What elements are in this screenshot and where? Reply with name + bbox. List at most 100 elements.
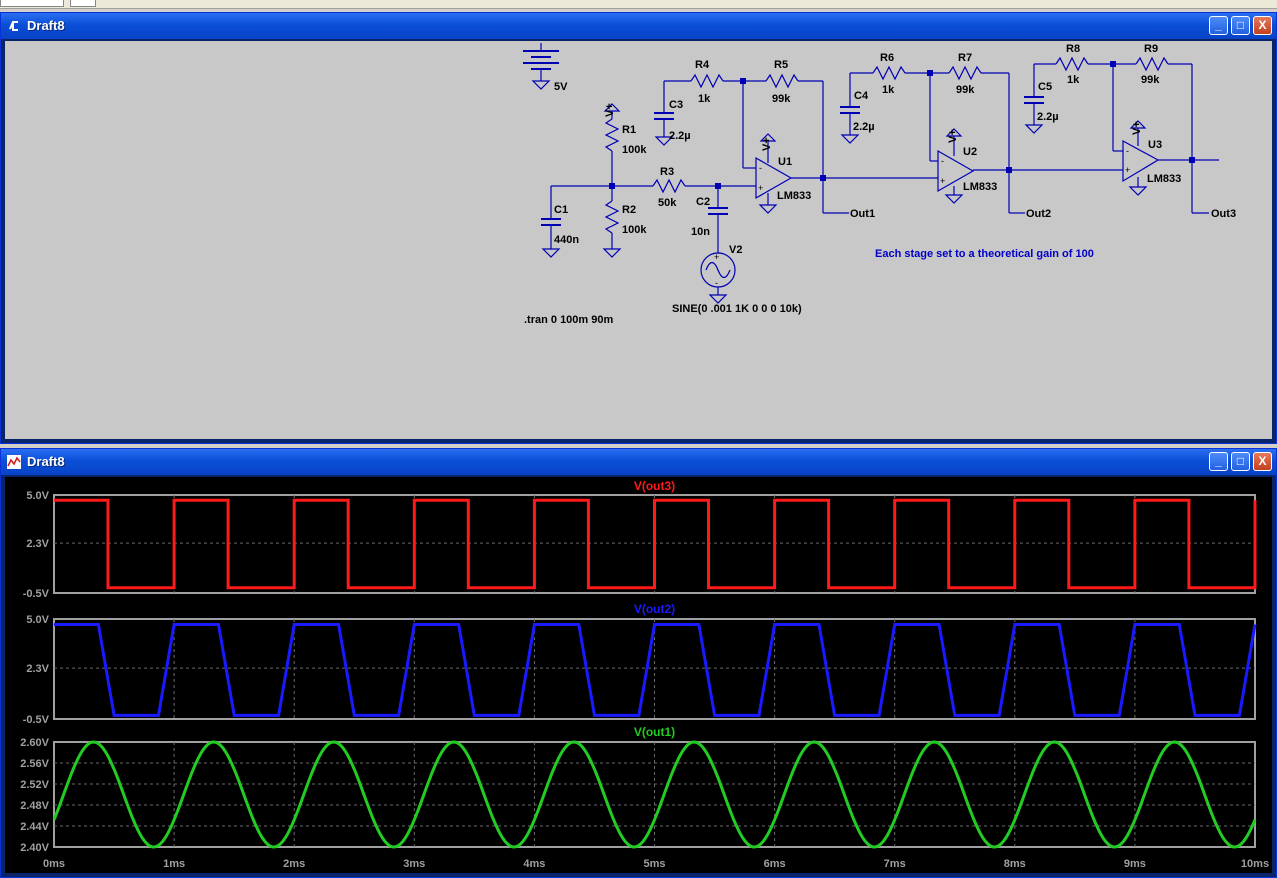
- svg-text:+: +: [714, 252, 719, 262]
- out3-label: Out3: [1211, 208, 1236, 220]
- x-tick-label: 3ms: [403, 858, 425, 870]
- vplus-label: V+: [1131, 121, 1143, 135]
- trace-title: V(out2): [634, 602, 675, 616]
- r3-value: 50k: [658, 197, 677, 209]
- out2-trace: [54, 623, 1257, 717]
- x-tick-label: 1ms: [163, 858, 185, 870]
- waveform-titlebar[interactable]: Draft8 _ □ X: [1, 449, 1276, 475]
- r5-name: R5: [774, 59, 788, 71]
- trace-title: V(out3): [634, 479, 675, 493]
- y-tick-label: 2.60V: [20, 737, 49, 749]
- y-tick-label: 2.3V: [26, 538, 49, 550]
- r1-name: R1: [622, 124, 636, 136]
- y-tick-label: -0.5V: [23, 588, 50, 600]
- stage-gain-comment: Each stage set to a theoretical gain of …: [875, 248, 1094, 260]
- schematic-titlebar[interactable]: Draft8 _ □ X: [1, 13, 1276, 39]
- u3-model: LM833: [1147, 173, 1181, 185]
- r4-value: 1k: [698, 93, 711, 105]
- out1-label: Out1: [850, 208, 875, 220]
- c2-value: 10n: [691, 226, 710, 238]
- minimize-button[interactable]: _: [1209, 16, 1228, 35]
- u2-name: U2: [963, 146, 977, 158]
- svg-text:-: -: [941, 156, 944, 166]
- y-tick-label: 2.44V: [20, 821, 49, 833]
- maximize-button[interactable]: □: [1231, 452, 1250, 471]
- svg-text:+: +: [1125, 165, 1130, 175]
- r8-value: 1k: [1067, 74, 1080, 86]
- u3-name: U3: [1148, 139, 1162, 151]
- schematic-window-title: Draft8: [27, 18, 65, 33]
- y-tick-label: 2.48V: [20, 800, 49, 812]
- x-tick-label: 6ms: [764, 858, 786, 870]
- r3-name: R3: [660, 166, 674, 178]
- r6-name: R6: [880, 52, 894, 64]
- svg-text:+: +: [758, 183, 763, 193]
- minimize-button[interactable]: _: [1209, 452, 1228, 471]
- trace-title: V(out1): [634, 725, 675, 739]
- out3-trace: [54, 498, 1257, 590]
- mdi-tab[interactable]: [0, 0, 64, 7]
- c2-name: C2: [696, 196, 710, 208]
- r9-value: 99k: [1141, 74, 1160, 86]
- r2-name: R2: [622, 204, 636, 216]
- schematic-diagram: -+ -+ -+ +- 5V V+ R1 100k R2 100k C1 440…: [523, 43, 1236, 326]
- v2-name: V2: [729, 244, 742, 256]
- x-tick-label: 9ms: [1124, 858, 1146, 870]
- u1-model: LM833: [777, 190, 811, 202]
- r7-name: R7: [958, 52, 972, 64]
- c3-value: 2.2µ: [669, 130, 691, 142]
- svg-text:-: -: [1126, 146, 1129, 156]
- out1-trace: [52, 740, 1257, 849]
- vplus-label: V+: [761, 137, 773, 151]
- svg-text:-: -: [715, 278, 718, 288]
- v2-value: SINE(0 .001 1K 0 0 0 10k): [672, 303, 802, 315]
- schematic-canvas[interactable]: -+ -+ -+ +- 5V V+ R1 100k R2 100k C1 440…: [5, 41, 1272, 439]
- r7-value: 99k: [956, 84, 975, 96]
- c3-name: C3: [669, 99, 683, 111]
- y-tick-label: 2.40V: [20, 842, 49, 854]
- y-tick-label: 2.56V: [20, 758, 49, 770]
- y-tick-label: 2.52V: [20, 779, 49, 791]
- x-tick-label: 4ms: [523, 858, 545, 870]
- c5-name: C5: [1038, 81, 1052, 93]
- y-tick-label: 5.0V: [26, 614, 49, 626]
- r9-name: R9: [1144, 43, 1158, 55]
- x-tick-label: 5ms: [643, 858, 665, 870]
- r5-value: 99k: [772, 93, 791, 105]
- waveform-plots[interactable]: 5.0V2.3V-0.5VV(out3)5.0V2.3V-0.5VV(out2)…: [5, 477, 1272, 873]
- r8-name: R8: [1066, 43, 1080, 55]
- r4-name: R4: [695, 59, 710, 71]
- c4-name: C4: [854, 90, 869, 102]
- c1-value: 440n: [554, 234, 579, 246]
- x-tick-label: 10ms: [1241, 858, 1269, 870]
- r1-value: 100k: [622, 144, 647, 156]
- x-tick-label: 0ms: [43, 858, 65, 870]
- c1-name: C1: [554, 204, 568, 216]
- close-button[interactable]: X: [1253, 16, 1272, 35]
- x-tick-label: 8ms: [1004, 858, 1026, 870]
- r2-value: 100k: [622, 224, 647, 236]
- schematic-app-icon: [9, 21, 18, 31]
- c4-value: 2.2µ: [853, 121, 875, 133]
- maximize-button[interactable]: □: [1231, 16, 1250, 35]
- plot-frame: [53, 741, 1256, 848]
- u1-name: U1: [778, 156, 792, 168]
- mdi-tab[interactable]: [70, 0, 96, 7]
- waveform-app-icon: [7, 455, 21, 469]
- close-button[interactable]: X: [1253, 452, 1272, 471]
- schematic-window[interactable]: Draft8 _ □ X: [0, 12, 1277, 444]
- u2-model: LM833: [963, 181, 997, 193]
- svg-text:+: +: [940, 176, 945, 186]
- vplus-label: V+: [604, 103, 616, 117]
- out2-label: Out2: [1026, 208, 1051, 220]
- r6-value: 1k: [882, 84, 895, 96]
- c5-value: 2.2µ: [1037, 111, 1059, 123]
- battery-value-label: 5V: [554, 81, 568, 93]
- waveform-window-title: Draft8: [27, 454, 65, 469]
- vplus-label: V+: [947, 129, 959, 143]
- tran-directive: .tran 0 100m 90m: [524, 314, 613, 326]
- y-tick-label: 5.0V: [26, 490, 49, 502]
- y-tick-label: -0.5V: [23, 714, 50, 726]
